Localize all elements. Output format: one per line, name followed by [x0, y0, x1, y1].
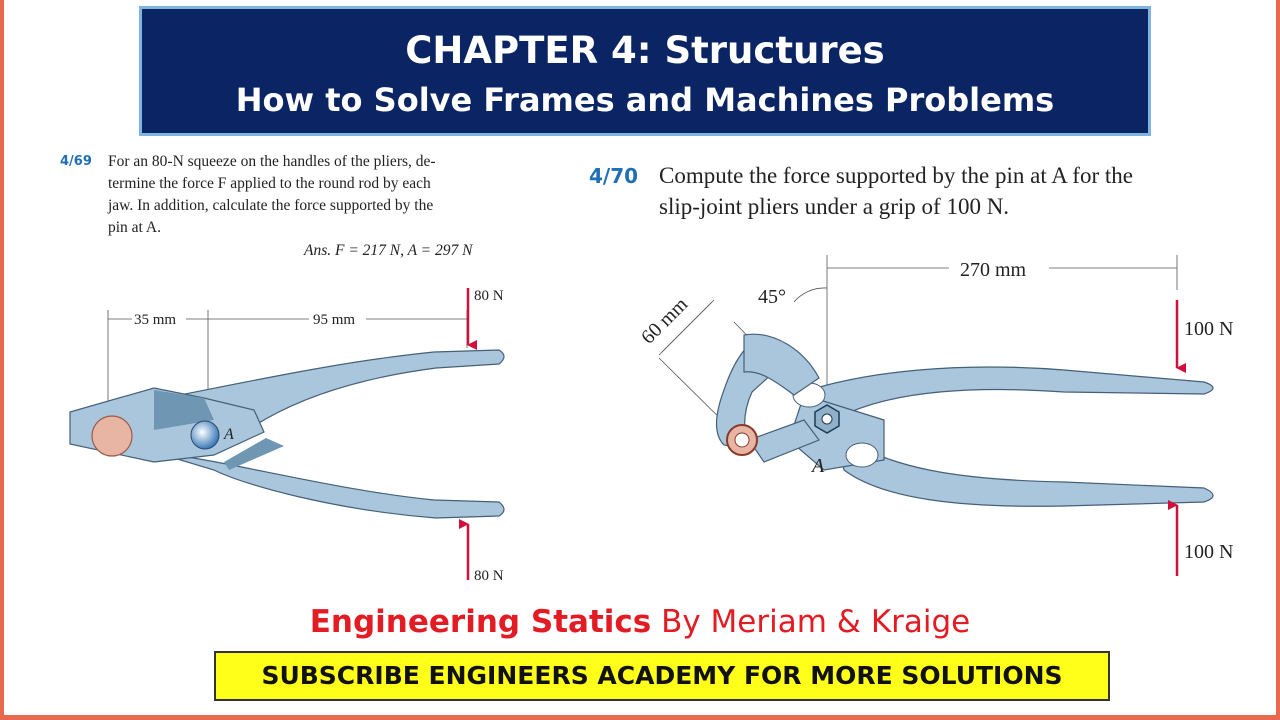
- problem-70-statement: Compute the force supported by the pin a…: [659, 160, 1269, 222]
- angle-arc: [793, 287, 828, 303]
- pliers-69-drawing: 35 mm 95 mm A 80 N 80 N: [69, 288, 505, 584]
- chapter-title: CHAPTER 4: Structures: [405, 29, 885, 72]
- pin-a-69: [190, 420, 220, 450]
- title-banner: CHAPTER 4: Structures How to Solve Frame…: [139, 6, 1151, 136]
- problem-69-line: jaw. In addition, calculate the force su…: [108, 197, 434, 214]
- force-label-bottom-69: 80 N: [474, 568, 504, 584]
- pin-a-70-hole: [821, 413, 833, 425]
- problem-70-line: Compute the force supported by the pin a…: [659, 163, 1133, 188]
- book-credit: Engineering Statics By Meriam & Kraige: [4, 604, 1276, 640]
- force-label-top-70: 100 N: [1184, 318, 1233, 340]
- problem-69-line: For an 80-N squeeze on the handles of th…: [108, 153, 436, 170]
- dimension-60mm: 60 mm: [637, 293, 693, 349]
- jaw-shading: [154, 390, 214, 430]
- lower-handle: [153, 451, 505, 519]
- lower-handle-70: [832, 428, 1214, 507]
- dimension-45deg: 45°: [758, 286, 786, 308]
- upper-handle-70: [792, 366, 1214, 421]
- problem-69-line: termine the force F applied to the round…: [108, 175, 431, 192]
- chapter-subtitle: How to Solve Frames and Machines Problem…: [235, 81, 1055, 119]
- rod-center: [734, 432, 750, 448]
- problem-70-line: slip-joint pliers under a grip of 100 N.: [659, 194, 1010, 219]
- round-rod: [91, 415, 133, 457]
- diagrams-canvas: 35 mm 95 mm A 80 N 80 N: [69, 255, 1233, 584]
- problem-69-line: pin at A.: [108, 219, 161, 236]
- dimension-35mm: 35 mm: [134, 312, 176, 328]
- problem-69-statement: For an 80-N squeeze on the handles of th…: [108, 151, 526, 239]
- jaw-arm-70: [743, 333, 820, 396]
- book-authors: By Meriam & Kraige: [661, 604, 971, 640]
- lower-jaw-70: [748, 419, 820, 463]
- handle-shading: [224, 438, 284, 470]
- problem-69-answer: Ans. F = 217 N, A = 297 N: [304, 242, 473, 259]
- slip-joint-slot: [845, 442, 879, 468]
- subscribe-banner: SUBSCRIBE ENGINEERS ACADEMY FOR MORE SOL…: [214, 651, 1110, 701]
- pliers-70-drawing: 270 mm 45° 60 mm: [637, 255, 1233, 576]
- problem-70-number: 4/70: [589, 164, 639, 188]
- force-label-bottom-70: 100 N: [1184, 541, 1233, 563]
- dimension-95mm: 95 mm: [313, 312, 355, 328]
- pin-a-69-label: A: [223, 426, 234, 443]
- force-label-top-69: 80 N: [474, 288, 504, 304]
- pin-a-70-label: A: [810, 455, 825, 477]
- dimension-line: [661, 301, 713, 353]
- problem-69-number: 4/69: [60, 154, 92, 169]
- book-title: Engineering Statics: [309, 604, 652, 640]
- dimension-270mm: 270 mm: [960, 259, 1027, 281]
